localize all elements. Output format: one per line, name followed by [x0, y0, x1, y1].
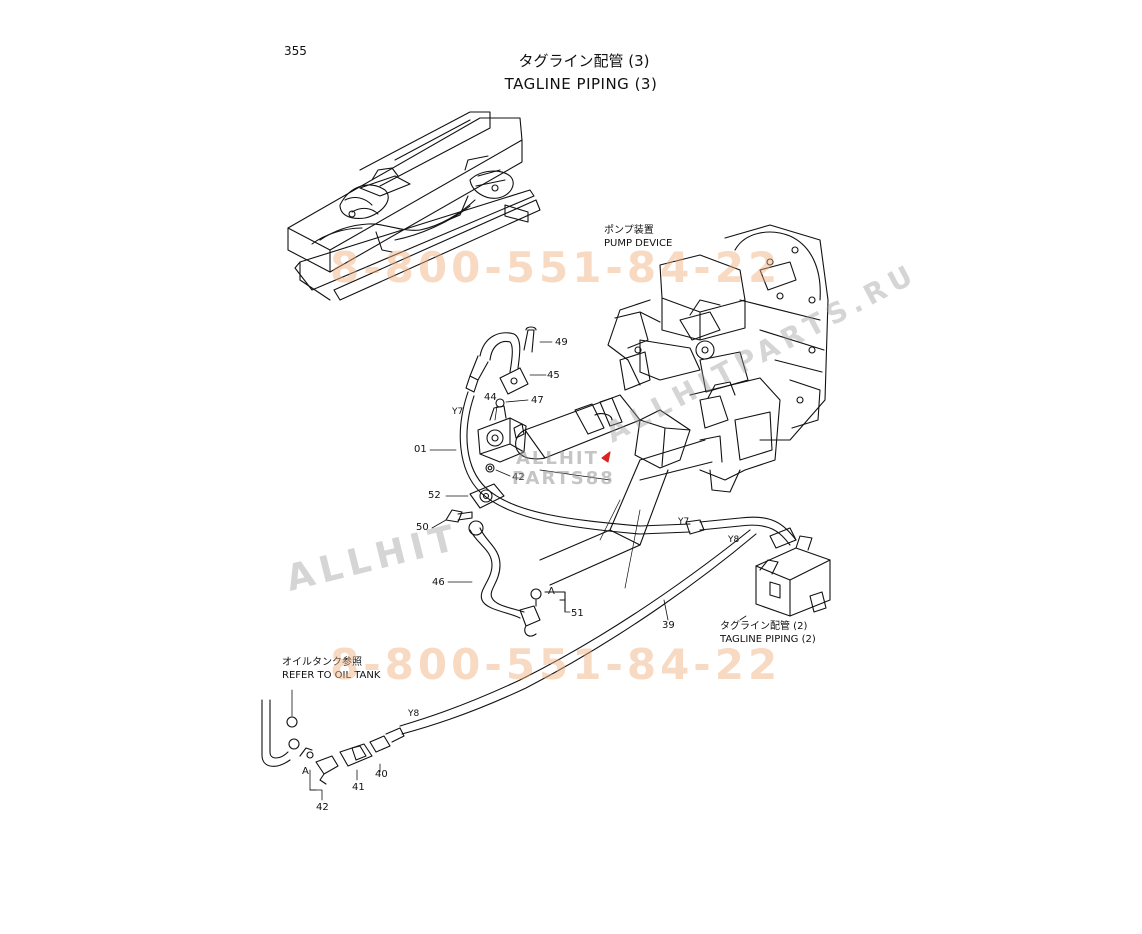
oil-tank-label-jp: オイルタンク参照 [282, 657, 362, 668]
marker-y7-mid: Y7 [678, 517, 690, 527]
marker-a-mid: A [548, 586, 555, 597]
tagline2-label-jp: タグライン配管 (2) [720, 621, 808, 632]
part-number-41: 41 [352, 782, 365, 793]
part-number-01: 01 [414, 444, 427, 455]
part-number-52: 52 [428, 490, 441, 501]
bolt-50 [445, 509, 473, 523]
part-number-51: 51 [571, 608, 584, 619]
pump-device [515, 224, 829, 589]
red-marker [601, 451, 611, 463]
hose-46 [468, 520, 541, 637]
tagline2-label-en: TAGLINE PIPING (2) [720, 634, 816, 645]
part-number-40: 40 [375, 769, 388, 780]
oil-tank-label-en: REFER TO OIL TANK [282, 670, 381, 681]
part-number-46: 46 [432, 577, 445, 588]
page-number: 355 [284, 44, 307, 58]
part-number-45: 45 [547, 370, 560, 381]
marker-y8-right: Y8 [728, 535, 740, 545]
part-number-47: 47 [531, 395, 544, 406]
flange-52 [469, 483, 505, 509]
part-number-39: 39 [662, 620, 675, 631]
part-number-49: 49 [555, 337, 568, 348]
part-number-50: 50 [416, 522, 429, 533]
diagram-title-jp: タグライン配管 (3) [518, 52, 650, 70]
leader-lines [291, 341, 747, 801]
marker-y8-bottom: Y8 [408, 709, 420, 719]
valve-block [755, 527, 831, 617]
gear-pump-44 [477, 398, 527, 473]
hose-39 [399, 516, 797, 735]
hose-01 [459, 391, 705, 535]
part-number-42-upper: 42 [512, 472, 525, 483]
marker-a-bottom: A [302, 766, 309, 777]
overview-frame [287, 111, 541, 301]
tank-fittings [261, 699, 405, 785]
part-number-44: 44 [484, 392, 497, 403]
diagram-title-en: TAGLINE PIPING (3) [504, 75, 658, 93]
marker-y7-top: Y7 [452, 407, 464, 417]
pump-device-label-jp: ポンプ装置 [604, 225, 654, 236]
orings-51 [530, 588, 566, 613]
flange-45-elbow [465, 326, 537, 395]
pump-device-label-en: PUMP DEVICE [604, 238, 673, 249]
part-number-42-lower: 42 [316, 802, 329, 813]
